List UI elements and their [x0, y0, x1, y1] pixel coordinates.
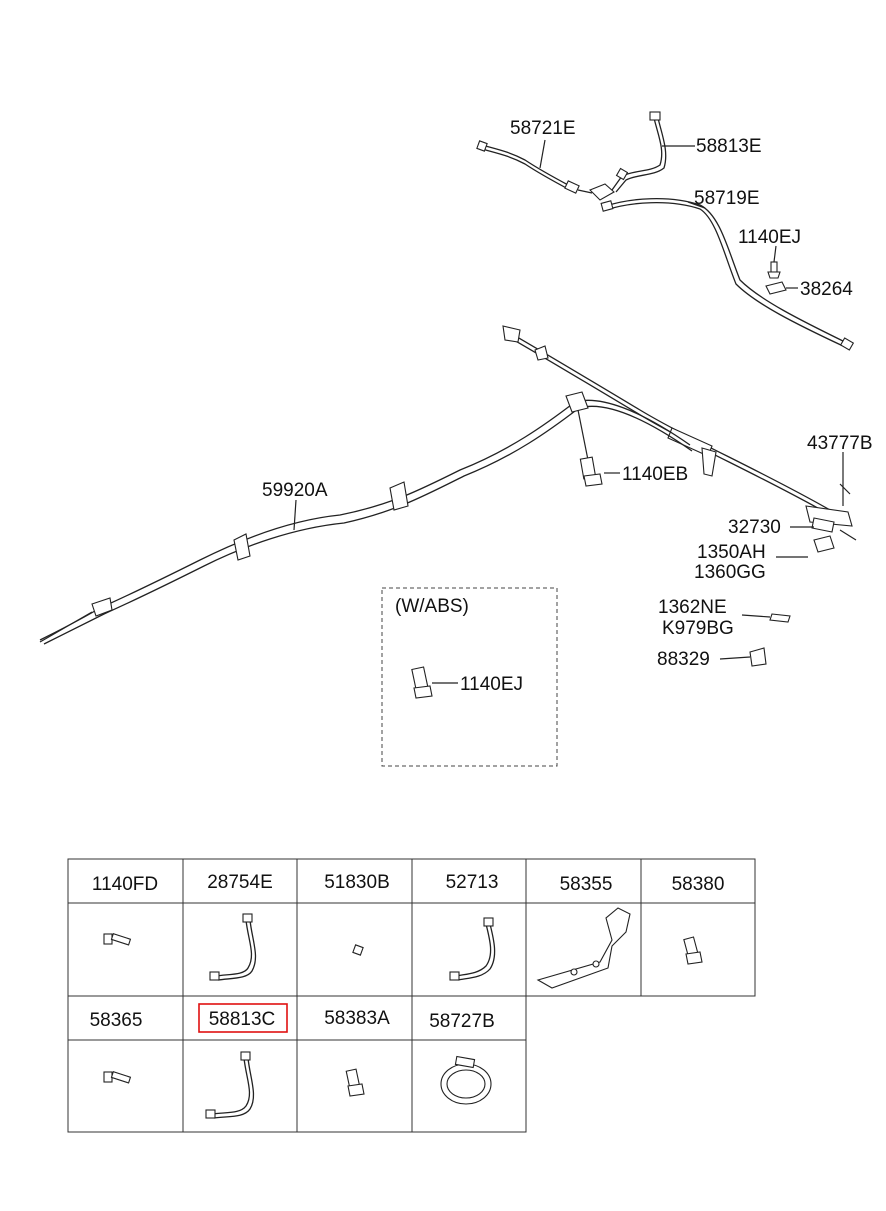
part-hose-clamp-drawing: [440, 1055, 492, 1105]
wabs-box: (W/ABS) 1140EJ: [381, 587, 558, 767]
part-small-fitting-drawing: [352, 944, 364, 956]
label-58721E: 58721E: [510, 118, 576, 139]
table-cell-label-highlighted: 58813C: [209, 1009, 276, 1030]
label-1140EJ-abs: 1140EJ: [460, 674, 523, 695]
part-bolt-drawing: [103, 1070, 132, 1084]
part-brake-line-drawing: [209, 913, 257, 981]
table-cell-label: 51830B: [324, 872, 390, 893]
label-1140EB: 1140EB: [622, 464, 688, 485]
part-bolt-drawing: [345, 1068, 365, 1097]
label-38264: 38264: [800, 279, 853, 300]
table-cell-label: 1140FD: [92, 874, 158, 895]
label-1362NE: 1362NE: [658, 597, 727, 618]
wabs-title: (W/ABS): [395, 596, 469, 617]
label-88329: 88329: [657, 649, 710, 670]
table-cell-label: 58355: [560, 874, 613, 895]
label-1140EJ-top: 1140EJ: [738, 227, 801, 248]
label-59920A: 59920A: [262, 480, 328, 501]
brake-line-assembly: [476, 111, 855, 351]
table-cell-label: 58727B: [429, 1011, 495, 1032]
parking-brake-cable: [39, 325, 857, 667]
table-cell-label: 28754E: [207, 872, 273, 893]
label-43777B: 43777B: [807, 433, 873, 454]
table-cell-label: 52713: [446, 872, 499, 893]
part-bracket-drawing: [536, 907, 631, 989]
part-bolt-drawing: [683, 936, 703, 965]
leader-lines: [293, 139, 844, 684]
label-K979BG: K979BG: [662, 618, 734, 639]
part-brake-line-drawing: [449, 917, 496, 981]
label-32730: 32730: [728, 517, 781, 538]
table-cell-label: 58365: [90, 1010, 143, 1031]
label-1350AH: 1350AH: [697, 542, 766, 563]
part-bolt-drawing: [103, 932, 132, 946]
highlight-box: [198, 1003, 288, 1033]
label-58719E: 58719E: [694, 188, 760, 209]
part-brake-line-drawing: [205, 1051, 255, 1119]
callout-labels: 58721E 58813E 58719E 1140EJ 38264 43777B…: [262, 118, 873, 670]
table-cell-label: 58383A: [324, 1008, 390, 1029]
parts-table: 1140FD 28754E 51830B 52713 58355 58380 5…: [67, 858, 756, 1133]
label-1360GG: 1360GG: [694, 562, 766, 583]
label-58813E: 58813E: [696, 136, 762, 157]
table-cell-label: 58380: [672, 874, 725, 895]
